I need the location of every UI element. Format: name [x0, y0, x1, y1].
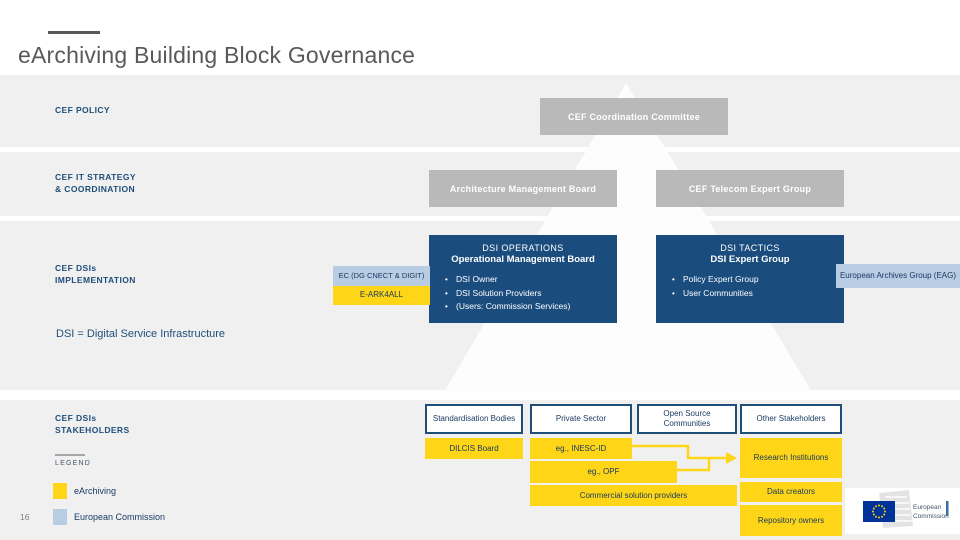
member-item: (Users: Commission Services)	[445, 300, 617, 314]
row-label-text: CEF DSIs	[55, 263, 97, 273]
row-label-cef-dsis-implementation: CEF DSIs IMPLEMENTATION	[55, 262, 136, 287]
page-number: 16	[20, 512, 30, 522]
dsi-operations-members: DSI Owner DSI Solution Providers (Users:…	[429, 273, 617, 314]
ec-logo-text-line2: Commission	[913, 513, 949, 520]
operational-management-board-title: Operational Management Board	[451, 254, 595, 265]
row-label-text: CEF POLICY	[55, 105, 111, 115]
architecture-management-board-box: Architecture Management Board	[429, 170, 617, 207]
legend-heading: LEGEND	[55, 460, 91, 467]
legend-swatch-earchiving	[53, 483, 67, 499]
european-commission-logo: European Commission	[845, 488, 960, 534]
ec-dg-cnect-digit-box: EC (DG CNECT & DIGIT)	[333, 266, 430, 286]
opf-box: eg., OPF	[530, 461, 677, 483]
standardisation-bodies-box: Standardisation Bodies	[425, 404, 523, 434]
row-label-text: & COORDINATION	[55, 184, 136, 195]
ec-logo-text-line1: European	[913, 504, 942, 511]
legend-label-earchiving: eArchiving	[74, 486, 117, 496]
ec-logo-bar	[946, 501, 949, 516]
dsi-expert-group-title: DSI Expert Group	[710, 254, 790, 265]
legend-label-european-commission: European Commission	[74, 512, 166, 522]
page-title: eArchiving Building Block Governance	[18, 42, 416, 68]
band-policy	[0, 75, 960, 147]
legend-swatch-european-commission	[53, 509, 67, 525]
eu-flag-icon	[863, 501, 895, 522]
dsi-tactics-box: DSI TACTICS DSI Expert Group Policy Expe…	[656, 235, 844, 323]
other-stakeholders-box: Other Stakeholders	[740, 404, 842, 434]
title-dash	[48, 31, 100, 34]
e-ark4all-box: E-ARK4ALL	[333, 286, 430, 305]
inesc-id-box: eg., INESC-ID	[530, 438, 632, 459]
research-institutions-box: Research Institutions	[740, 438, 842, 478]
dilcis-board-box: DILCIS Board	[425, 438, 523, 459]
row-label-cef-policy: CEF POLICY	[55, 104, 110, 116]
member-item: User Communities	[672, 287, 844, 301]
ec-logo-graphic: European Commission	[863, 490, 949, 528]
dsi-tactics-kicker: DSI TACTICS	[720, 243, 780, 253]
row-label-cef-it-strategy: CEF IT STRATEGY & COORDINATION	[55, 171, 136, 196]
dsi-tactics-members: Policy Expert Group User Communities	[656, 273, 844, 300]
row-label-text: STAKEHOLDERS	[55, 425, 130, 436]
cef-telecom-expert-group-box: CEF Telecom Expert Group	[656, 170, 844, 207]
row-label-cef-dsis-stakeholders: CEF DSIs STAKEHOLDERS	[55, 412, 130, 437]
row-label-text: IMPLEMENTATION	[55, 275, 136, 286]
dsi-operations-box: DSI OPERATIONS Operational Management Bo…	[429, 235, 617, 323]
dsi-definition-note: DSI = Digital Service Infrastructure	[56, 328, 226, 340]
data-creators-box: Data creators	[740, 482, 842, 502]
row-label-text: CEF IT STRATEGY	[55, 172, 136, 182]
row-label-text: CEF DSIs	[55, 413, 97, 423]
dsi-operations-kicker: DSI OPERATIONS	[482, 243, 564, 253]
member-item: Policy Expert Group	[672, 273, 844, 287]
member-item: DSI Owner	[445, 273, 617, 287]
legend-divider	[55, 454, 85, 456]
private-sector-box: Private Sector	[530, 404, 632, 434]
cef-coordination-committee-box: CEF Coordination Committee	[540, 98, 728, 135]
repository-owners-box: Repository owners	[740, 505, 842, 536]
member-item: DSI Solution Providers	[445, 287, 617, 301]
commercial-solution-providers-box: Commercial solution providers	[530, 485, 737, 506]
open-source-communities-box: Open Source Communities	[637, 404, 737, 434]
european-archives-group-box: European Archives Group (EAG)	[836, 264, 960, 288]
